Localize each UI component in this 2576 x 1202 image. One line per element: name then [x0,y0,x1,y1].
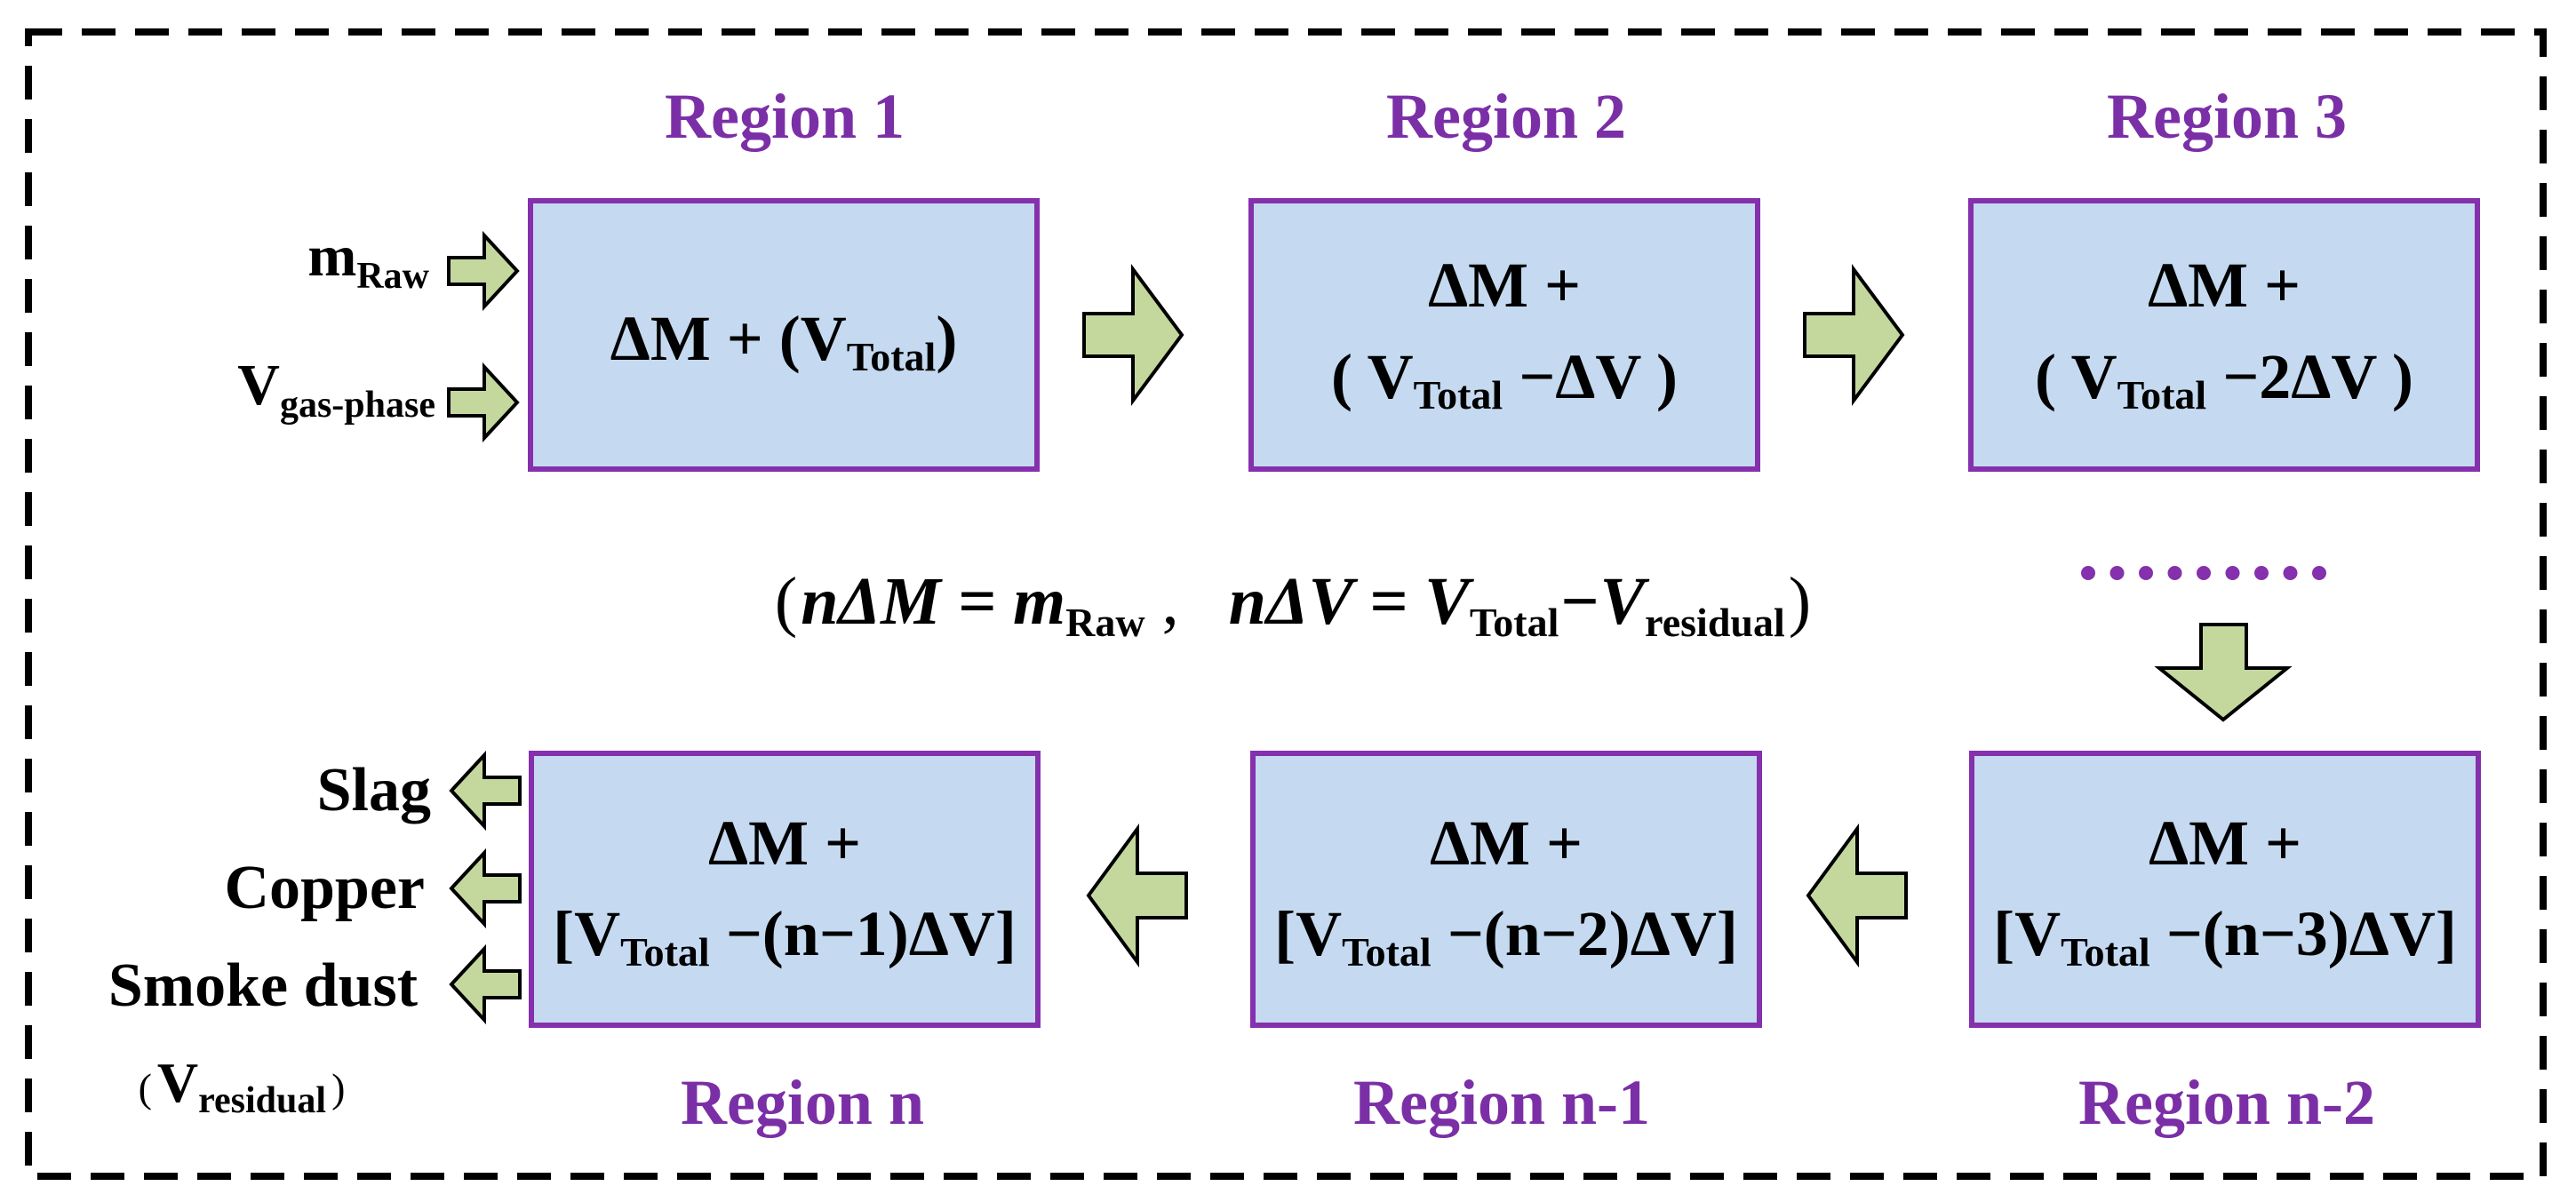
output-arrow-slag [449,750,522,832]
region-3-title: Region 3 [2107,81,2347,152]
region-n-box [529,751,1041,1028]
region-1-title: Region 1 [665,81,905,152]
continuation-dot [2254,566,2269,580]
arrow-right-2-to-3 [1803,263,1905,407]
region-n-formula-line2: [VTotal −(n−1)ΔV] [553,898,1017,975]
continuation-dot [2081,566,2095,580]
region-2-formula-line2: ( VTotal −ΔV ) [1331,341,1678,418]
arrow-down-to-n-2 [2154,623,2293,722]
region-n-2-formula-line1: ΔM + [2149,808,2301,879]
continuation-dot [2109,566,2125,580]
dashed-frame [25,28,2547,1180]
input-label-m-raw: mRaw [307,224,429,297]
output-label-copper: Copper [224,854,425,922]
output-label-smoke-dust: Smoke dust [108,951,418,1020]
output-label-slag: Slag [317,756,431,824]
continuation-dots [2081,566,2326,580]
region-n-title: Region n [681,1067,924,1138]
output-arrow-smoke-dust [449,943,522,1025]
arrow-right-1-to-2 [1082,263,1184,407]
region-n-2-box [1969,751,2481,1028]
continuation-dot [2312,566,2326,580]
arrow-left-n-1-to-n [1086,823,1188,968]
region-n-2-formula-line2: [VTotal −(n−3)ΔV] [1993,898,2457,975]
region-1-box [528,198,1040,472]
continuation-dot [2167,566,2182,580]
region-2-title: Region 2 [1386,81,1626,152]
continuation-dot [2197,566,2211,580]
output-label-v-residual: (Vresidual) [139,1051,346,1121]
region-1-formula: ΔM + (VTotal) [610,303,958,379]
region-n-2-title: Region n-2 [2078,1067,2375,1138]
arrow-left-n-2-to-n-1 [1806,823,1908,968]
region-n-1-formula-line2: [VTotal −(n−2)ΔV] [1274,898,1738,975]
region-n-1-title: Region n-1 [1353,1067,1650,1138]
region-3-formula-line1: ΔM + [2148,250,2301,321]
region-2-formula-line1: ΔM + [1428,250,1581,321]
continuation-dot [2225,566,2240,580]
region-n-1-formula-line1: ΔM + [1430,808,1583,879]
output-arrow-copper [449,848,522,929]
central-equation: (nΔM = mRaw ,nΔV = VTotal−Vresidual) [775,564,1811,645]
region-n-1-box [1250,751,1762,1028]
continuation-dot [2139,566,2153,580]
input-arrow-m-raw [447,230,520,312]
region-3-formula-line2: ( VTotal −2ΔV ) [2035,341,2413,418]
input-arrow-v-gas [447,362,520,443]
input-label-v-gas-phase: Vgas-phase [237,353,435,426]
region-n-formula-line1: ΔM + [708,808,861,879]
region-2-box [1248,198,1760,472]
region-3-box [1968,198,2480,472]
continuation-dot [2283,566,2298,580]
